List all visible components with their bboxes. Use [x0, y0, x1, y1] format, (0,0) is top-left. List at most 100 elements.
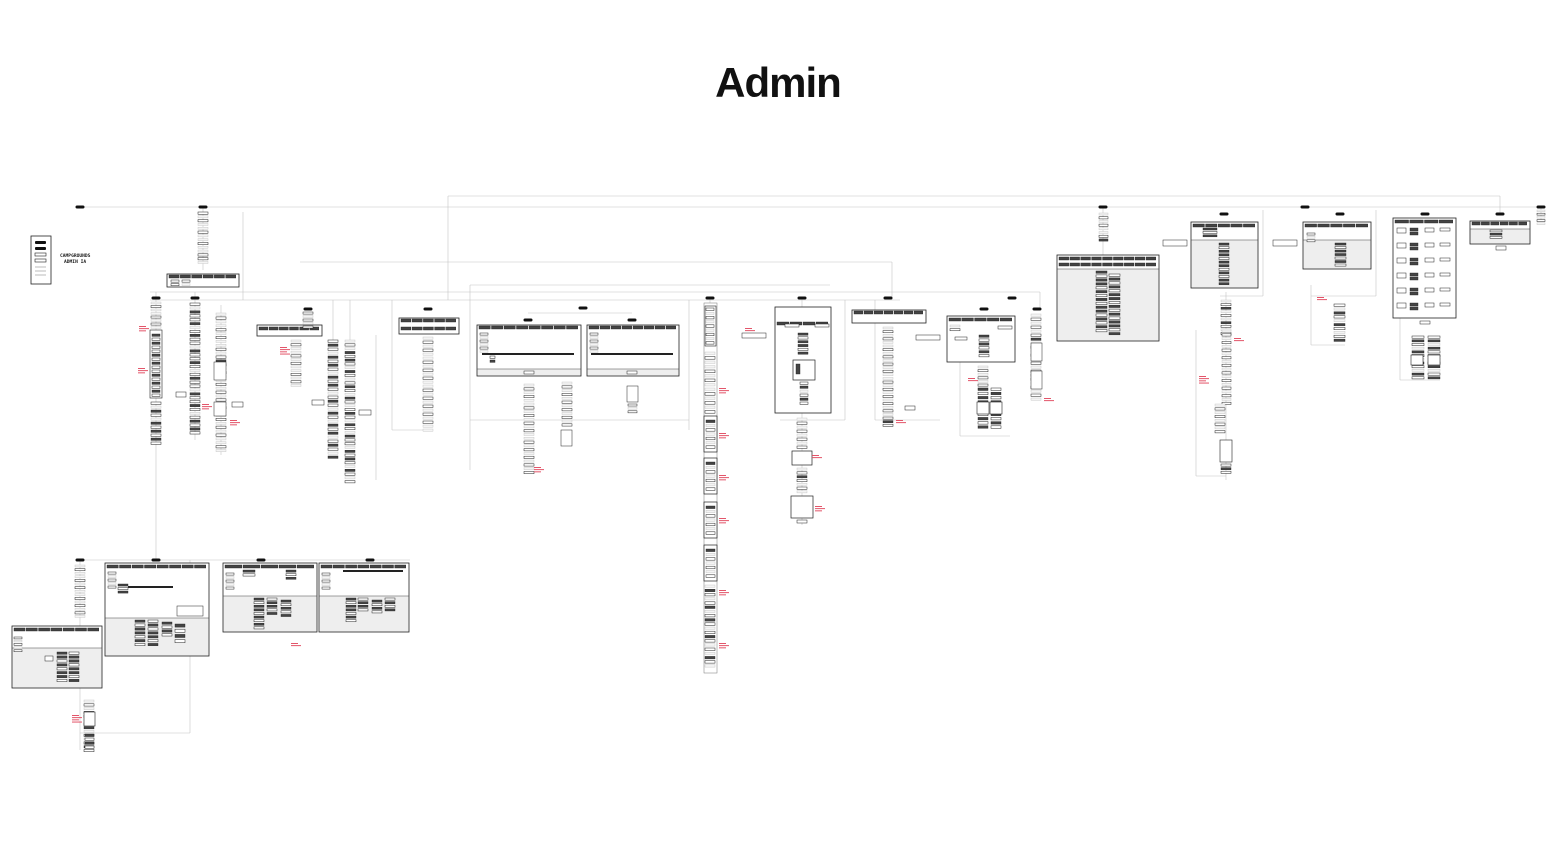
page-node [151, 369, 161, 373]
page-node [344, 442, 356, 446]
page-node [151, 337, 161, 341]
page-node [189, 415, 201, 419]
page-node [704, 392, 716, 396]
page-node-light [13, 646, 23, 649]
page-node [56, 671, 68, 675]
page-node [83, 749, 95, 752]
page-node [1135, 262, 1146, 267]
page-node [1124, 262, 1135, 267]
page-node [566, 325, 579, 330]
page-node [1220, 307, 1232, 310]
page-node-light [189, 345, 201, 349]
page-node-light [197, 245, 209, 249]
page-node [1108, 297, 1121, 300]
page-node [150, 433, 162, 437]
page-node [1069, 256, 1080, 261]
page-node-light [327, 419, 339, 423]
page-node [610, 325, 622, 330]
legend-swatch-outline [34, 252, 47, 257]
page-node [215, 355, 227, 359]
page-node [151, 333, 161, 337]
section-header-node [151, 296, 161, 300]
page-node [422, 396, 434, 400]
page-node [1424, 257, 1435, 263]
page-node-light [197, 226, 209, 230]
page-node [280, 607, 292, 610]
annotation-mark [202, 404, 209, 405]
page-node-light [882, 341, 894, 344]
page-node [1202, 231, 1218, 234]
page-node [434, 318, 445, 323]
annotation-mark [812, 455, 819, 456]
page-node-light [1221, 337, 1232, 340]
page-node [344, 423, 356, 427]
page-node [161, 629, 173, 633]
page-node [1098, 223, 1109, 227]
page-node [977, 396, 989, 400]
page-node [150, 421, 162, 425]
page-node [344, 396, 356, 400]
page-node-light [523, 459, 535, 463]
screen-card [989, 401, 1003, 415]
page-node [266, 597, 278, 601]
page-node [1095, 301, 1108, 305]
page-node [344, 453, 356, 457]
page-node [523, 421, 535, 425]
annotation-mark [138, 368, 145, 369]
page-node [1409, 306, 1419, 311]
page-node [189, 427, 201, 431]
page-node-light [523, 452, 535, 455]
page-node [1481, 221, 1490, 226]
page-node [285, 577, 297, 580]
page-node [215, 336, 227, 339]
page-node [150, 322, 162, 326]
page-node-light [422, 416, 434, 420]
page-node [705, 478, 716, 483]
page-node [990, 387, 1002, 391]
page-node-light [1306, 236, 1316, 239]
page-node [13, 649, 23, 652]
page-node-light [74, 582, 86, 586]
page-node-light [1221, 352, 1232, 356]
page-node [882, 355, 894, 359]
page-node-light [1333, 331, 1346, 334]
page-node [1306, 232, 1316, 236]
page-node [1424, 227, 1435, 233]
page-node [799, 385, 809, 389]
page-node [1108, 316, 1121, 320]
page-node [797, 344, 809, 347]
page-node [990, 392, 1002, 395]
page-node [1489, 229, 1503, 233]
page-node [189, 337, 201, 341]
page-node [253, 626, 265, 630]
page-node [704, 630, 716, 634]
section-header-node [1098, 205, 1108, 209]
page-node [796, 421, 808, 425]
page-node-light [1536, 216, 1546, 219]
annotation-mark [719, 522, 726, 524]
page-node [882, 337, 894, 341]
page-node [561, 385, 573, 389]
page-node [161, 625, 173, 629]
page-node [327, 427, 339, 431]
page-node [345, 608, 357, 612]
page-node [479, 339, 489, 343]
page-node-light [189, 326, 201, 329]
page-node-light [422, 400, 434, 404]
page-node [1218, 253, 1230, 257]
page-node-light [523, 399, 535, 402]
page-node-light [704, 643, 716, 647]
page-node [1030, 361, 1042, 365]
page-node-light [290, 339, 302, 343]
page-node [357, 597, 369, 601]
page-node [280, 599, 292, 603]
page-node-light [344, 431, 356, 434]
page-node-light [977, 380, 989, 383]
page-node [197, 211, 209, 215]
page-node [1102, 256, 1113, 261]
page-node [1221, 401, 1232, 405]
page-node [977, 387, 989, 391]
page-node [56, 679, 68, 682]
page-node [1424, 219, 1439, 224]
